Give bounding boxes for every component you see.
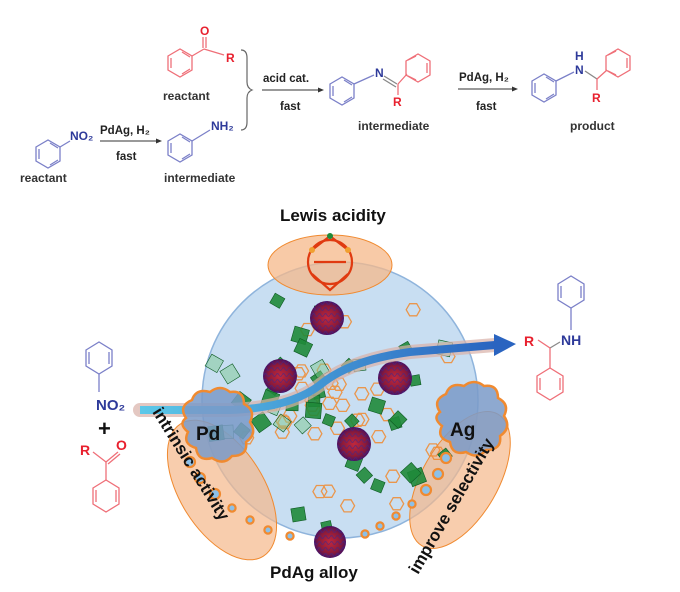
flow-arrow-head	[494, 334, 516, 356]
linker-ring	[370, 429, 387, 444]
metal-node-polyhedron	[399, 461, 422, 484]
metal-node-polyhedron	[269, 292, 286, 309]
metal-node-polyhedron	[367, 396, 386, 415]
reactant-label-nitro: reactant	[20, 171, 67, 185]
reactant-label-ketone: reactant	[163, 89, 210, 103]
ketone-structure: O R	[167, 24, 235, 78]
metal-node-polyhedron	[344, 413, 360, 429]
product-nh-nitrogen-label: N	[575, 63, 584, 77]
right-product-structure: NH R	[524, 275, 585, 401]
nitrobenzene-structure: NO₂	[35, 129, 93, 169]
step1-arrow: PdAg, H₂ fast	[100, 125, 162, 163]
product-label: product	[570, 119, 615, 133]
step2-arrow: acid cat. fast	[262, 73, 324, 113]
metal-atom-dot	[245, 515, 255, 525]
pdag-alloy-label: PdAg alloy	[270, 563, 358, 582]
metal-atom-dot	[439, 451, 453, 465]
step1-reagent: PdAg, H₂	[100, 125, 150, 137]
lewis-acidity-label: Lewis acidity	[280, 206, 386, 225]
metal-atom-dot	[183, 455, 197, 469]
pd-site-highlight	[166, 419, 278, 561]
linker-ring	[321, 396, 338, 411]
metal-node-polyhedron	[355, 466, 374, 484]
linker-ring	[354, 387, 370, 401]
metal-atom-dot	[419, 483, 433, 497]
metal-atom-dot	[263, 525, 273, 535]
metal-atom-dot	[208, 487, 222, 501]
right-nh-label: NH	[561, 332, 581, 348]
pd-label: Pd	[196, 424, 220, 445]
product-amine-structure: H N R	[531, 48, 631, 105]
ag-cloud: Ag	[435, 380, 509, 457]
step1-rate: fast	[116, 151, 137, 163]
nitro-group-label: NO₂	[70, 129, 93, 143]
metal-atom-dot	[407, 499, 417, 509]
metal-node-polyhedron	[293, 416, 312, 435]
step3-rate: fast	[476, 101, 497, 113]
metal-node-polyhedron	[290, 325, 310, 346]
left-ketone-oxygen-label: O	[116, 437, 127, 453]
linker-ring	[388, 497, 405, 511]
metal-node-polyhedron	[321, 413, 336, 428]
combine-brace	[240, 49, 254, 131]
intermediate-label-imine: intermediate	[358, 119, 430, 133]
metal-atom-dot	[391, 511, 401, 521]
left-nitrobenzene-structure: NO₂	[85, 341, 125, 414]
linker-ring	[425, 443, 441, 457]
metal-atom-dot	[375, 521, 385, 531]
step3-reagent: PdAg, H₂	[459, 72, 509, 84]
right-r-label: R	[524, 333, 534, 349]
metal-node-polyhedron	[370, 478, 386, 494]
nanoparticles	[263, 301, 412, 461]
lewis-acid-site-highlight	[267, 234, 393, 296]
alloy-formation-dots	[183, 451, 453, 541]
metal-node-polyhedron	[304, 401, 323, 420]
product-nh-hydrogen-label: H	[575, 49, 584, 63]
linker-ring	[307, 427, 323, 441]
amine-group-label: NH₂	[211, 119, 234, 133]
left-ketone-structure: R O	[80, 437, 127, 513]
step2-rate: fast	[280, 101, 301, 113]
metal-atom-dot	[360, 529, 370, 539]
linker-ring	[312, 484, 328, 499]
cluster-cage	[306, 233, 354, 292]
linker-ring	[339, 499, 356, 513]
left-nitro-label: NO₂	[96, 397, 125, 414]
linker-ring	[320, 484, 337, 498]
carbonyl-oxygen-label: O	[200, 24, 209, 38]
metal-node-polyhedron	[290, 506, 307, 523]
metal-node-polyhedron	[293, 338, 314, 358]
metal-atom-dot	[193, 471, 207, 485]
metal-node-polyhedron	[219, 363, 241, 385]
ketone-r-group-label: R	[226, 51, 235, 65]
imine-structure: N R	[329, 53, 431, 109]
linker-ring	[385, 469, 401, 483]
linker-ring	[405, 303, 421, 317]
metal-node-polyhedron	[272, 413, 292, 433]
imine-r-group-label: R	[393, 95, 402, 109]
metal-atom-dot	[227, 503, 237, 513]
pd-cloud: Pd	[181, 386, 255, 463]
metal-atom-dot	[285, 531, 295, 541]
metal-node-polyhedron	[204, 353, 224, 374]
metal-node-polyhedron	[388, 410, 408, 429]
linker-ring	[327, 385, 343, 400]
aniline-structure: NH₂	[167, 119, 234, 163]
metal-atom-dot	[431, 467, 445, 481]
ag-label: Ag	[450, 420, 475, 441]
intermediate-label-amine: intermediate	[164, 171, 236, 185]
step3-arrow: PdAg, H₂ fast	[458, 72, 518, 113]
left-ketone-r-label: R	[80, 442, 90, 458]
step2-reagent: acid cat.	[263, 73, 309, 85]
product-r-group-label: R	[592, 91, 601, 105]
imine-nitrogen-label: N	[375, 66, 384, 80]
plus-sign: +	[98, 416, 111, 441]
